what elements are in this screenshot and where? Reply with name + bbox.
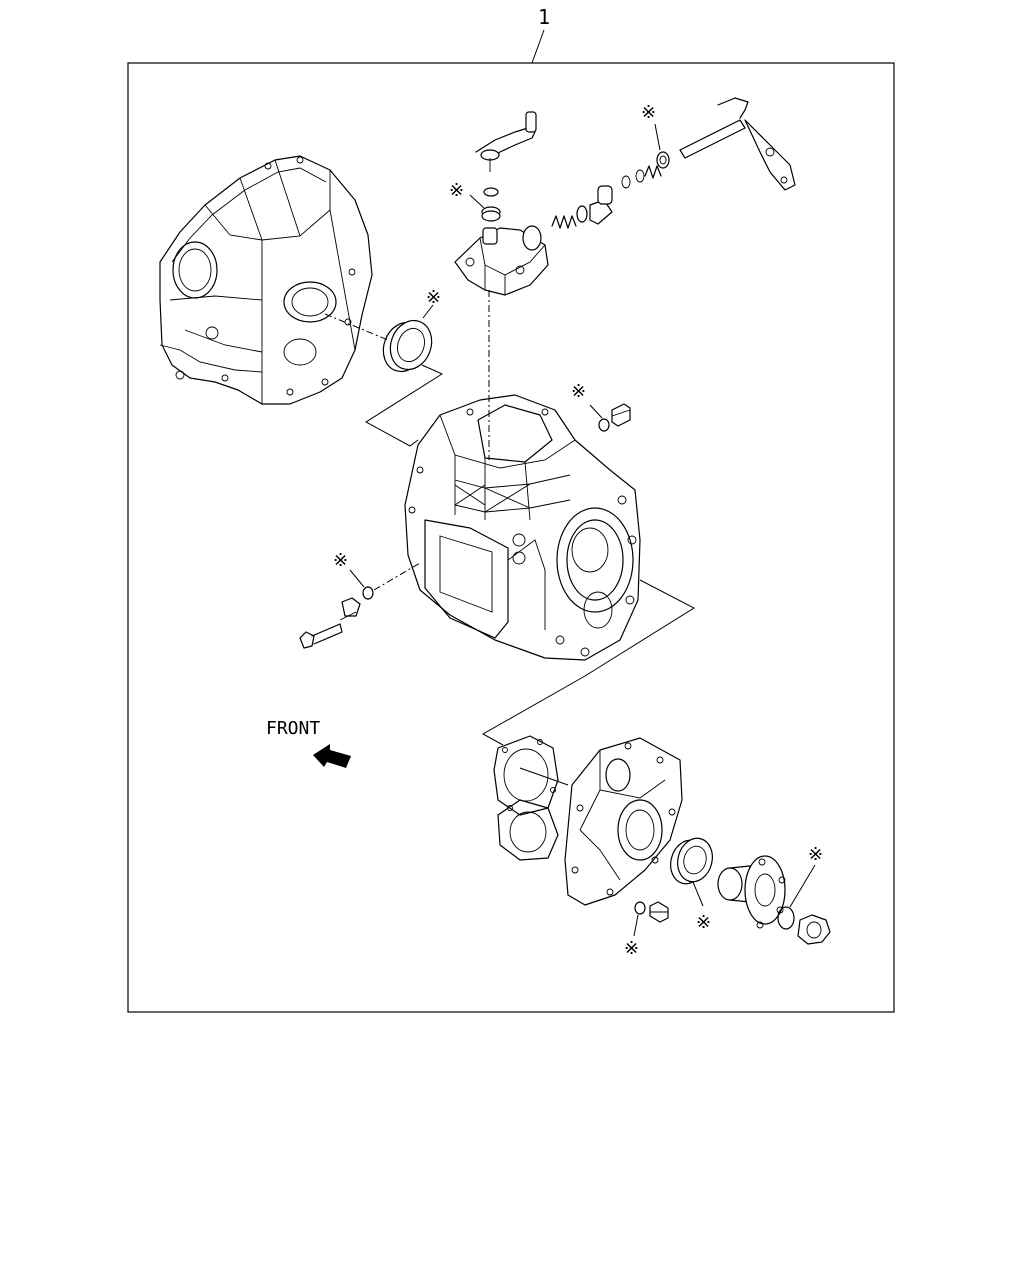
rear-plug-o-ring	[634, 901, 646, 915]
shift-rod-bracket	[679, 97, 796, 191]
companion-flange	[717, 855, 786, 929]
rear-oil-seal	[670, 837, 713, 885]
item-number-label: 1	[538, 5, 550, 29]
flange-o-ring-leader	[789, 864, 816, 908]
rear-plug-o-ring-leader	[633, 914, 639, 937]
note-mark-rear-seal: ※	[696, 912, 711, 933]
rear-drain-plug	[649, 901, 669, 923]
rear-cover	[564, 737, 683, 906]
shift-lever-washer	[483, 187, 499, 197]
side-plug-center-line	[373, 562, 421, 591]
note-mark-top-o-ring: ※	[571, 381, 586, 402]
housing-bracket-line	[365, 364, 444, 447]
shift-rod-seal-leader	[654, 123, 661, 151]
flange-o-ring	[777, 906, 795, 930]
front-label: FRONT	[266, 718, 320, 739]
note-mark-seal-front: ※	[426, 287, 441, 308]
rear-cover-gasket	[493, 735, 559, 816]
case-top-plug	[611, 403, 631, 427]
case-side-o-ring	[362, 586, 374, 600]
shift-lever-oil-seal	[481, 206, 501, 222]
kit-frame	[127, 62, 895, 1013]
front-oil-seal	[382, 319, 433, 373]
note-mark-rear-plug: ※	[624, 938, 639, 959]
shift-rod-springs	[551, 165, 662, 229]
note-mark-shift-rod: ※	[641, 102, 656, 123]
front-direction-arrow	[313, 744, 351, 768]
transmission-case	[404, 394, 641, 661]
case-top-o-ring-leader	[589, 404, 603, 419]
item-number-leader	[531, 29, 545, 64]
case-side-o-ring-leader	[349, 569, 365, 588]
note-mark-shift-seal: ※	[449, 180, 464, 201]
note-mark-side-o-ring: ※	[333, 550, 348, 571]
shift-quadrant-box	[454, 225, 549, 296]
case-top-o-ring	[598, 418, 610, 432]
shift-rod-oil-seal	[656, 151, 670, 169]
rear-cover-plate	[497, 799, 559, 861]
shift-lever	[475, 111, 537, 172]
case-rear-bracket-line	[481, 579, 696, 746]
clutch-housing	[159, 155, 373, 405]
note-mark-flange: ※	[808, 844, 823, 865]
seal-center-line	[324, 313, 389, 341]
seal-leader	[422, 304, 434, 319]
flange-nut	[797, 914, 831, 945]
case-side-bolt	[299, 597, 361, 649]
shift-seal-leader	[469, 194, 485, 209]
gasket-leader	[519, 767, 569, 786]
rear-seal-leader	[692, 881, 704, 907]
